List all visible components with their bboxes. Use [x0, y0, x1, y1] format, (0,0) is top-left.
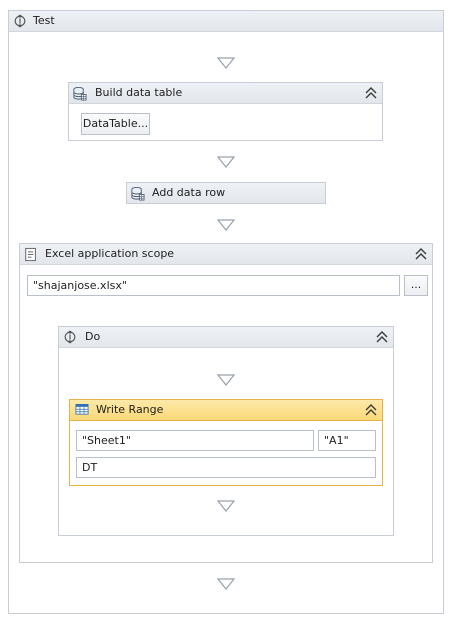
- activity-build-data-table[interactable]: Build data table DataTable...: [68, 82, 383, 141]
- workbook-path-input[interactable]: "shajanjose.xlsx": [27, 275, 400, 296]
- sheet-name-input[interactable]: "Sheet1": [76, 430, 314, 451]
- excel-scope-icon: [25, 247, 36, 262]
- drop-target-arrow-icon[interactable]: [217, 374, 235, 386]
- browse-button[interactable]: ...: [404, 275, 428, 296]
- add-data-row-title: Add data row: [152, 186, 226, 199]
- collapse-chevron-icon[interactable]: [364, 86, 378, 100]
- write-range-title: Write Range: [96, 403, 164, 416]
- build-data-table-title: Build data table: [95, 86, 183, 99]
- activity-add-data-row[interactable]: Add data row: [126, 182, 326, 204]
- drop-target-arrow-icon[interactable]: [217, 156, 235, 168]
- datatable-input[interactable]: DT: [76, 457, 376, 478]
- sequence-icon: [64, 330, 76, 344]
- sequence-test-header[interactable]: Test: [9, 11, 443, 32]
- write-range-icon: [75, 404, 89, 415]
- database-icon: [131, 186, 145, 201]
- starting-cell-input[interactable]: "A1": [318, 430, 376, 451]
- sequence-test-title: Test: [33, 14, 55, 27]
- write-range-header[interactable]: Write Range: [70, 400, 382, 421]
- drop-target-arrow-icon[interactable]: [217, 57, 235, 69]
- drop-target-arrow-icon[interactable]: [217, 500, 235, 512]
- sequence-do-header[interactable]: Do: [59, 327, 393, 348]
- drop-target-arrow-icon[interactable]: [217, 219, 235, 231]
- collapse-chevron-icon[interactable]: [414, 247, 428, 261]
- database-icon: [73, 86, 87, 101]
- build-data-table-header[interactable]: Build data table: [69, 83, 382, 104]
- sequence-icon: [14, 14, 26, 28]
- sequence-do-title: Do: [85, 330, 101, 343]
- excel-scope-header[interactable]: Excel application scope: [20, 244, 432, 265]
- activity-write-range[interactable]: Write Range "Sheet1" "A1" DT: [69, 399, 383, 486]
- collapse-chevron-icon[interactable]: [364, 403, 378, 417]
- excel-scope-title: Excel application scope: [45, 247, 175, 260]
- datatable-button[interactable]: DataTable...: [81, 113, 150, 135]
- drop-target-arrow-icon[interactable]: [217, 578, 235, 590]
- collapse-chevron-icon[interactable]: [375, 330, 389, 344]
